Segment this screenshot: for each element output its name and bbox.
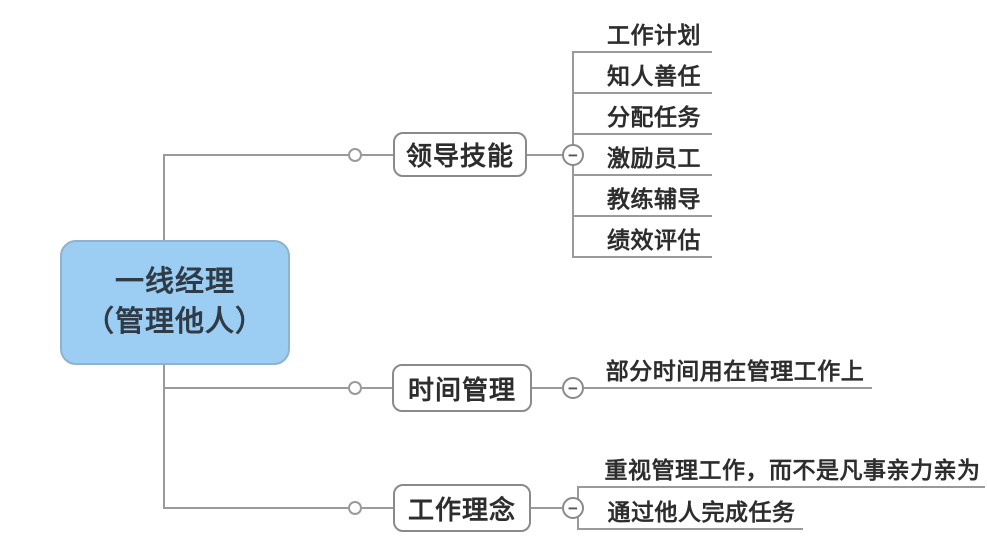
connector-line (362, 154, 393, 156)
leaf-underline (572, 215, 712, 217)
connector-line (163, 364, 165, 509)
connector-line (362, 387, 393, 389)
minus-icon: − (568, 145, 578, 165)
connector-line (531, 507, 562, 509)
leaf-topic[interactable]: 部分时间用在管理工作上 (605, 358, 865, 384)
root-node[interactable]: 一线经理 （管理他人） (60, 240, 290, 365)
connector-line (362, 507, 393, 509)
leaf-topic[interactable]: 教练辅导 (607, 186, 701, 212)
leaf-topic[interactable]: 分配任务 (607, 104, 701, 130)
leaf-topic[interactable]: 知人善任 (607, 63, 701, 89)
branch-node-label: 领导技能 (405, 141, 514, 171)
root-node-label-line1: 一线经理 (114, 266, 235, 299)
minus-icon: − (568, 378, 578, 398)
leaf-underline (572, 92, 712, 94)
leaf-underline (572, 51, 712, 53)
branch-node-time-management[interactable]: 时间管理 (392, 364, 532, 412)
root-node-label-line2: （管理他人） (84, 305, 265, 338)
connector-line (532, 387, 562, 389)
leaf-underline (584, 387, 872, 389)
leaf-topic[interactable]: 激励员工 (607, 145, 701, 171)
branch-node-work-philosophy[interactable]: 工作理念 (393, 484, 531, 532)
leaf-underline (572, 133, 712, 135)
leaf-topic[interactable]: 重视管理工作，而不是凡事亲力亲为 (604, 457, 981, 483)
leaf-topic[interactable]: 通过他人完成任务 (607, 499, 796, 525)
branch-node-leadership-skills[interactable]: 领导技能 (393, 132, 527, 177)
minus-icon: − (568, 498, 578, 518)
connector-line (163, 387, 348, 389)
leaf-underline (577, 486, 985, 488)
connector-dot-icon (348, 501, 362, 515)
branch-node-label: 时间管理 (407, 374, 516, 405)
connector-dot-icon (348, 148, 362, 162)
connector-line (163, 155, 165, 240)
connector-line (163, 507, 348, 509)
leaf-underline (577, 528, 803, 530)
leaf-underline (572, 174, 712, 176)
leaf-topic[interactable]: 工作计划 (607, 22, 701, 48)
connector-line (527, 154, 563, 156)
leaf-topic[interactable]: 绩效评估 (607, 227, 701, 253)
branch-node-label: 工作理念 (407, 494, 516, 525)
collapse-button[interactable]: − (562, 497, 584, 519)
leaf-underline (572, 256, 712, 258)
connector-line (163, 154, 348, 156)
collapse-button[interactable]: − (562, 377, 584, 399)
connector-dot-icon (348, 381, 362, 395)
collapse-button[interactable]: − (562, 144, 584, 166)
